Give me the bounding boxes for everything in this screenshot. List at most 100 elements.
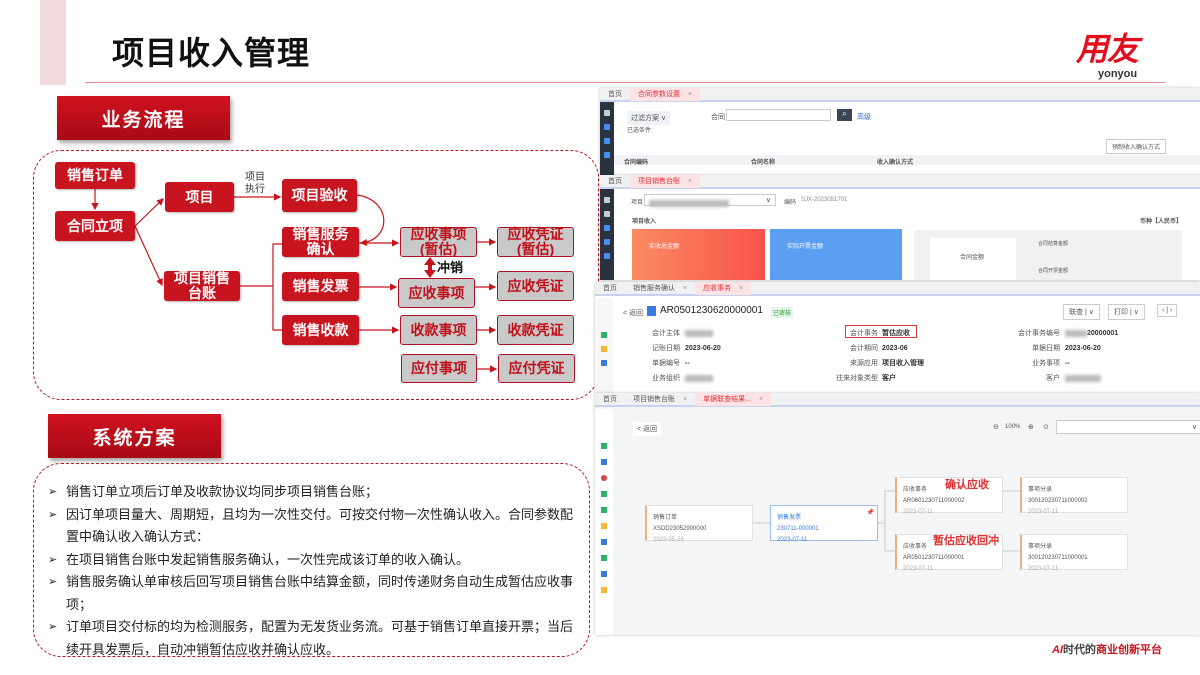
filter-scheme-select[interactable]: 过滤方案 ∨ [627,111,671,125]
title-divider [85,82,1165,83]
label-exec-1: 项目 [245,172,265,183]
sidebar [600,189,614,280]
prev-next-buttons[interactable]: ‹ | › [1157,304,1178,317]
back-button[interactable]: < 返回 [623,310,644,317]
bullet: 销售服务确认单审核后回写项目销售台账中结算金额，同时传递财务自动生成暂估应收事项… [48,571,583,616]
currency-label: 币种【人民币】 [1139,219,1182,225]
sidebar [595,409,613,635]
node-receipt: 收款事项 [400,315,477,345]
col-contract-name: 合同名称 [751,160,776,166]
sidebar [600,102,614,175]
solution-heading: 系统方案 [48,414,221,458]
annotation-reverse-estimate: 暂估应收回冲 [933,535,999,547]
pin-icon: 📌 [866,510,874,516]
contract-field-label: 合同 [711,114,725,121]
offset-arrow [424,257,436,278]
advanced-link[interactable]: 高级 [857,114,871,121]
tab-contract-params[interactable]: 合同参数设置× [630,88,701,101]
node-ar-estimate: 应收事项 (暂估) [400,227,477,257]
yonyou-logo-en: yonyou [1098,68,1138,80]
highlight-box [845,325,917,338]
node-ar: 应收事项 [398,278,475,308]
project-select[interactable]: ∨ [644,194,776,208]
node-ap: 应付事项 [401,354,477,383]
tab-bar: 首页 项目销售台账× 单据联查结果...× [595,393,1200,407]
col1-values: 2023-06-20-- [685,326,721,386]
back-button[interactable]: < 返回 [633,422,662,436]
zoom-out-button[interactable]: ⊖ [993,424,999,431]
tab-home[interactable]: 首页 [603,285,617,292]
contract-amount-label: 合同金额 [960,255,985,261]
node-ap-voucher: 应付凭证 [498,354,575,383]
label-offset: 冲销 [437,260,464,275]
status-badge: 已审核 [771,307,794,318]
query-button[interactable]: 联查 | ∨ [1063,304,1100,320]
solution-bullets: 销售订单立项后订单及收款协议均同步项目销售台账； 因订单项目量大、周期短，且均为… [48,481,583,661]
process-arrows [91,189,498,373]
node-ledger: 项目销售 台账 [164,271,240,301]
yonyou-logo: 用友 [1076,31,1139,67]
node-ar-voucher-estimate: 应收凭证 (暂估) [497,227,574,257]
screen-contract-params: 首页 合同参数设置× 过滤方案 ∨ 合同 ⌕ 高级 已选条件: 预制收入确认方式… [600,88,1200,175]
bullet: 在项目销售台账中发起销售服务确认，一次性完成该订单的收入确认。 [48,549,583,572]
tab-project-ledger[interactable]: 项目销售台账× [633,395,688,404]
settle-amount-label: 合同结算金额 [1038,241,1069,247]
node-service-confirm: 销售服务 确认 [282,227,359,257]
selected-conditions: 已选条件: [627,128,653,134]
col-revenue-method: 收入确认方式 [877,160,914,166]
tab-bar: 首页 合同参数设置× [600,88,1200,102]
decor-bar [40,0,66,85]
screen-doc-trace: 首页 项目销售台账× 单据联查结果...× < 返回 ⊖ 100% ⊕ ⊙ ∨ … [595,393,1200,635]
node-ar-voucher: 应收凭证 [497,271,574,301]
card-invoiced-total: 实际开票金额 [770,229,902,280]
tab-service-confirm[interactable]: 销售服务确认× [633,284,688,293]
bullet: 订单项目交付标的均为检测服务，配置为无发货业务流。可基于销售订单直接开票；当后续… [48,616,583,661]
node-receipt-voucher: 收款凭证 [497,315,574,345]
sidebar [595,298,613,393]
tab-home[interactable]: 首页 [608,178,622,185]
zoom-in-button[interactable]: ⊕ [1028,424,1034,431]
contract-input[interactable] [726,109,831,121]
screen-project-ledger: 首页 项目销售台账× 项目 ∨ 编码 SJX-2023051701 项目收入 币… [600,175,1200,280]
zoom-level: 100% [1005,424,1021,430]
col2-labels: 会计事务会计期间来源应用往来对象类型 [836,330,878,382]
bullet: 销售订单立项后订单及收款协议均同步项目销售台账； [48,481,583,504]
doc-number: AR0501230620000001 [660,305,763,316]
print-button[interactable]: 打印 | ∨ [1108,304,1145,320]
label-exec-2: 执行 [245,184,265,195]
invoice-amount-label: 合同开票金额 [1038,268,1069,274]
tab-ar-affair[interactable]: 应收事务× [695,282,752,295]
contract-summary: 合同金额 合同结算金额 合同开票金额 [914,230,1182,280]
node-project: 项目 [165,182,234,212]
tab-project-ledger[interactable]: 项目销售台账× [630,175,701,188]
node-contract: 合同立项 [55,211,135,241]
tab-trace-result[interactable]: 单据联查结果...× [695,393,772,406]
tab-home[interactable]: 首页 [603,396,617,403]
section-title: 项目收入 [632,219,657,225]
trace-connectors [752,490,1020,552]
footer-slogan: AI时代的商业创新平台 [1052,644,1162,656]
node-acceptance: 项目验收 [282,179,357,212]
table-header: 合同编码 合同名称 收入确认方式 [614,155,1200,166]
search-select[interactable]: ∨ [1056,420,1200,434]
search-button[interactable]: ⌕ [837,109,852,121]
tab-bar: 首页 销售服务确认× 应收事务× [595,282,1200,296]
page-title: 项目收入管理 [112,35,311,71]
process-heading: 业务流程 [57,96,230,140]
tab-home[interactable]: 首页 [608,91,622,98]
col3-labels: 会计事务编号单据日期业务事项客户 [1018,330,1060,382]
tab-bar: 首页 项目销售台账× [600,175,1200,189]
card-label: 实际开票金额 [787,244,824,250]
node-sales-order: 销售订单 [55,162,135,189]
preset-revenue-button[interactable]: 预制收入确认方式 [1106,139,1167,154]
col1-labels: 会计主体记账日期单据编号业务组织 [652,330,680,382]
locate-icon[interactable]: ⊙ [1043,424,1049,431]
